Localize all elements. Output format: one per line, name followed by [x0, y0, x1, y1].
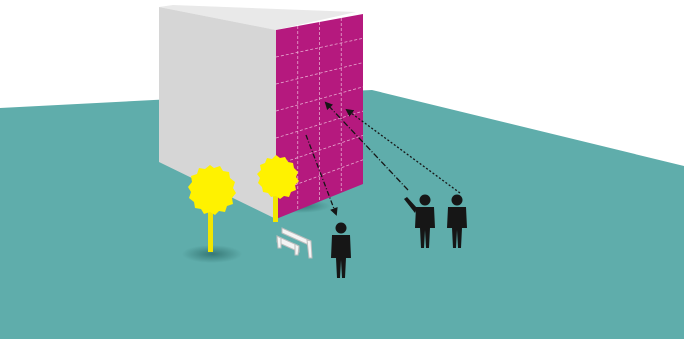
facade-grid-line [275, 135, 364, 166]
tree-trunk [208, 200, 213, 252]
sightline-arrow-icon [345, 108, 461, 194]
person-icon [447, 194, 467, 248]
facade-grid-line [275, 86, 364, 112]
bench-icon [276, 227, 313, 259]
tree-icon [188, 165, 236, 252]
building-top [159, 5, 356, 30]
tree-foliage [257, 155, 299, 199]
person-pointing-icon [404, 194, 435, 248]
tree-foliage [188, 165, 236, 215]
tree-icon [257, 155, 299, 222]
building-side-wall [159, 7, 276, 219]
tree-trunk [273, 182, 278, 222]
sightline-arrow-icon [324, 101, 409, 191]
tree-shadow-left [182, 245, 242, 263]
person-icon [331, 222, 351, 278]
sightline-arrow-icon [305, 134, 338, 216]
